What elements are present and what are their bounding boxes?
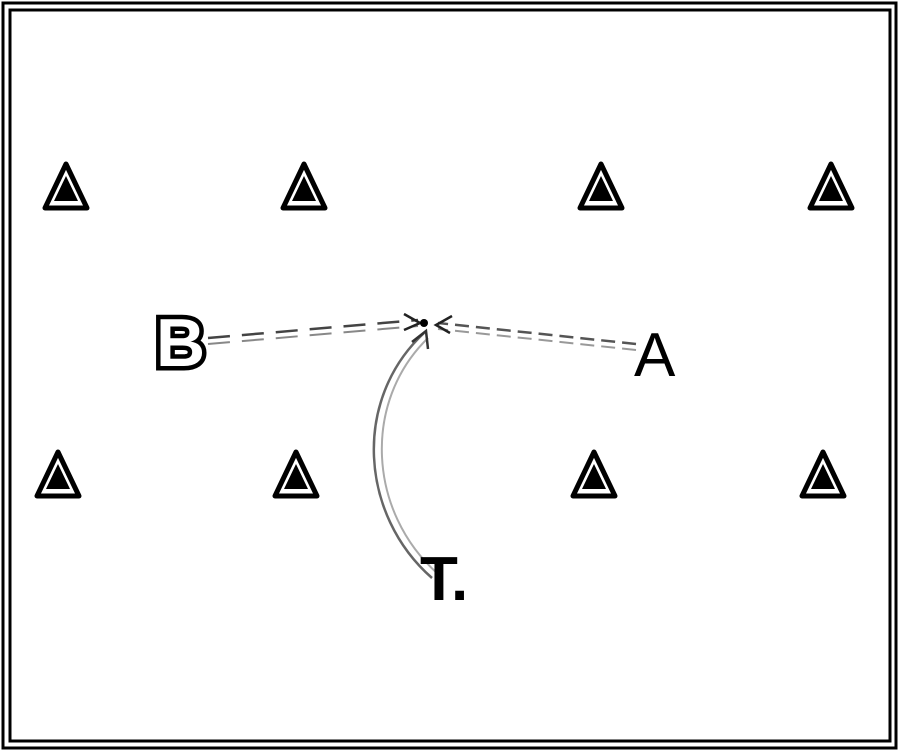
- cone-icon: [799, 449, 847, 499]
- run-line-t: [372, 328, 439, 579]
- cone-icon: [570, 449, 618, 499]
- cone-icon: [577, 161, 625, 211]
- target-dot-icon: [420, 319, 428, 327]
- pass-line-b: [207, 312, 423, 345]
- player-label-b: B: [156, 305, 205, 381]
- cone-icon: [42, 161, 90, 211]
- cone-icon: [272, 449, 320, 499]
- player-label-t: T.: [420, 545, 468, 614]
- player-label-a: A: [634, 321, 676, 390]
- cone-icon: [280, 161, 328, 211]
- cone-icon: [807, 161, 855, 211]
- pass-line-a: [433, 314, 637, 351]
- inner-frame: [8, 8, 892, 743]
- cone-icon: [34, 449, 82, 499]
